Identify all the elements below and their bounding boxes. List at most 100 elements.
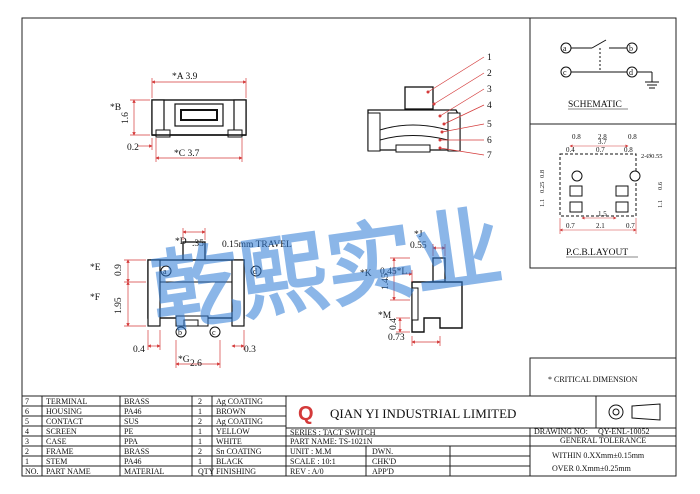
pcb-dim-3-7: 3.7 <box>598 138 607 146</box>
critical-dimension-note: * CRITICAL DIMENSION <box>548 375 638 384</box>
projection-symbol-icon <box>608 403 661 421</box>
bom-header-finish: FINISHING <box>216 467 256 476</box>
bom-row-finish: YELLOW <box>216 427 250 436</box>
callout-2: 2 <box>487 69 492 79</box>
callout-4: 4 <box>487 101 492 111</box>
pcb-dim-bottom-0: 0.7 <box>566 222 575 230</box>
pcb-dim-row2-0: 0.4 <box>566 146 575 154</box>
bom-row-qty: 1 <box>198 437 202 446</box>
dim-l: 0.45*L <box>380 267 407 277</box>
pcb-dim-left-1: 0.25 <box>539 182 546 193</box>
isometric-view: 1 2 3 4 5 6 7 <box>367 53 492 161</box>
unit-label: UNIT : M.M <box>290 447 331 456</box>
dim-0-3: 0.3 <box>244 345 256 355</box>
bom-row-material: PPA <box>124 437 138 446</box>
front-pin-d: d <box>253 267 257 276</box>
schematic: a b c d SCHEMATIC <box>560 39 659 110</box>
pcb-dim-right-1: 0.6 <box>657 181 664 190</box>
pcb-dim-row2-1: 0.7 <box>596 146 605 154</box>
callout-6: 6 <box>487 136 492 146</box>
dim-m-value: 0.4 <box>389 318 399 330</box>
bom-row-no: 1 <box>25 457 29 466</box>
front-pin-a: a <box>163 267 167 276</box>
dim-e-value: 0.9 <box>114 264 124 276</box>
pcb-dim-bottom-2: 0.7 <box>626 222 635 230</box>
drawing-no-label: DRAWING NO: <box>534 427 588 436</box>
dim-0-4-front: 0.4 <box>133 345 145 355</box>
dim-k-value: 1.45 <box>381 273 391 290</box>
pcb-dim-top-2: 0.8 <box>628 133 637 141</box>
dim-b-value: 1.6 <box>121 112 131 124</box>
part-name-label: PART NAME: TS-1021N <box>290 437 373 446</box>
schematic-panel <box>529 17 677 269</box>
dim-e: *E <box>90 263 101 273</box>
bom-row-no: 5 <box>25 417 29 426</box>
dim-g-value: 2.6 <box>190 359 202 369</box>
dim-g: *G <box>178 355 190 365</box>
dim-f-value: 1.95 <box>114 297 124 314</box>
bom-row-qty: 1 <box>198 457 202 466</box>
dim-j: *J <box>414 230 423 240</box>
series-label: SERIES : TACT SWITCH <box>290 428 376 437</box>
pcb-dim-left-2: 0.8 <box>539 170 546 178</box>
callout-7: 7 <box>487 151 492 161</box>
pcb-dim-1-5: 1.5 <box>598 210 607 218</box>
bom-row-no: 6 <box>25 407 29 416</box>
travel-note: 0.15mm TRAVEL <box>222 240 292 250</box>
pcb-layout: 0.8 2.8 0.8 3.7 0.4 0.7 0.8 2-Ø0.55 1.1 … <box>539 133 664 258</box>
bom-row-finish: WHITE <box>216 437 242 446</box>
bom-row-finish: BROWN <box>216 407 246 416</box>
pcb-hole-dim: 2-Ø0.55 <box>641 153 662 160</box>
appd-label: APP'D <box>372 467 394 476</box>
side-view: *J 0.55 *K 1.45 0.45*L *M 0.4 0.73 <box>360 230 463 346</box>
callout-3: 3 <box>487 85 492 95</box>
pcb-dim-top-1: 2.8 <box>598 133 607 141</box>
schematic-pin-a: a <box>563 44 567 53</box>
callout-5: 5 <box>487 120 492 130</box>
pcb-dim-bottom-1: 2.1 <box>596 222 605 230</box>
dim-d-value: .35 <box>192 239 204 249</box>
dim-0-73: 0.73 <box>388 333 405 343</box>
bom-row-material: PA46 <box>124 457 142 466</box>
schematic-pin-c: c <box>563 68 567 77</box>
bom-header-qty: QTY <box>198 467 215 476</box>
bom-row-no: 3 <box>25 437 29 446</box>
dim-k: *K <box>360 269 372 279</box>
bom-row-finish: BLACK <box>216 457 243 466</box>
dwn-label: DWN. <box>372 447 393 456</box>
callout-1: 1 <box>487 53 492 63</box>
bom-row-part: FRAME <box>46 447 74 456</box>
company-logo: Q <box>298 403 314 425</box>
bom-row-part: CONTACT <box>46 417 83 426</box>
dim-d: *D <box>175 237 187 247</box>
front-pin-c: c <box>212 328 216 337</box>
chkd-label: CHK'D <box>372 457 396 466</box>
bom-row-part: CASE <box>46 437 67 446</box>
bom-row-material: BRASS <box>124 397 149 406</box>
bom-row-part: TERMINAL <box>46 397 87 406</box>
bom-row-material: BRASS <box>124 447 149 456</box>
dim-j-value: 0.55 <box>410 241 427 251</box>
bom-row-part: STEM <box>46 457 67 466</box>
rev-label: REV : A/0 <box>290 467 324 476</box>
dim-m: *M <box>378 311 392 321</box>
bom-row-finish: Sn COATING <box>216 447 262 456</box>
bom-row-material: SUS <box>124 417 139 426</box>
front-pin-b: b <box>178 328 182 337</box>
dim-f: *F <box>90 293 100 303</box>
top-view: *A 3.9 *B 1.6 *C 3.7 0.2 <box>110 72 247 162</box>
bom-row-no: 2 <box>25 447 29 456</box>
pcb-label: P.C.B.LAYOUT <box>566 248 628 258</box>
pcb-dim-row2-2: 0.8 <box>624 146 633 154</box>
bom-row-part: SCREEN <box>46 427 77 436</box>
front-view: *D .35 0.15mm TRAVEL *E 0.9 *F 1.95 0.4 … <box>90 228 292 369</box>
bom-row-qty: 1 <box>198 407 202 416</box>
scale-label: SCALE : 10:1 <box>290 457 336 466</box>
bom-row-no: 7 <box>25 397 29 406</box>
dim-a: *A 3.9 <box>172 72 198 82</box>
general-tolerance: GENERAL TOLERANCE <box>560 436 646 445</box>
bom-row-qty: 2 <box>198 397 202 406</box>
bom-header-part: PART NAME <box>46 467 91 476</box>
